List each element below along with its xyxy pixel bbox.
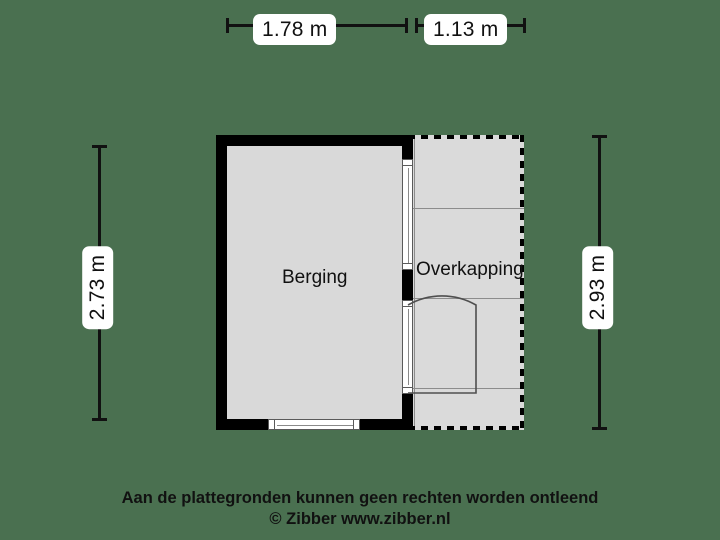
overkapping-area	[408, 135, 524, 430]
window-right-upper-stop-bottom	[402, 263, 413, 270]
canopy-dashed-edge-bottom	[408, 426, 524, 430]
window-bottom-stop-left	[268, 419, 275, 430]
dim-tick-right-end	[592, 427, 607, 430]
footer-line-1: Aan de plattegronden kunnen geen rechten…	[121, 489, 599, 507]
floor-plan: Berging Overkapping	[216, 135, 524, 430]
door-swing-arc	[407, 295, 477, 394]
window-right-upper-stop-top	[402, 159, 413, 166]
dim-tick-left-end	[92, 418, 107, 421]
footer-line-2: © Zibber www.zibber.nl	[269, 510, 451, 528]
window-bottom-stop-right	[353, 419, 360, 430]
canopy-grid-line-h-2	[408, 298, 524, 299]
canopy-dashed-edge-top	[408, 135, 524, 139]
room-label-berging: Berging	[282, 267, 348, 288]
canopy-grid-line-h-3	[408, 388, 524, 389]
dimension-label-top-left: 1.78 m	[253, 14, 337, 45]
door-right-stop-bottom	[402, 387, 413, 394]
dimension-label-left: 2.73 m	[82, 245, 114, 330]
dimension-label-top-right: 1.13 m	[424, 14, 508, 45]
canopy-dashed-edge-right	[520, 135, 524, 430]
dim-tick-top-right-end	[523, 18, 526, 33]
dimension-label-right: 2.93 m	[582, 245, 614, 330]
footer-disclaimer: Aan de plattegronden kunnen geen rechten…	[0, 488, 720, 530]
berging-floor	[227, 146, 402, 419]
canopy-grid-line-v	[414, 135, 415, 430]
window-bottom	[274, 419, 359, 430]
canopy-grid-line-h-1	[408, 208, 524, 209]
window-right-upper	[402, 165, 413, 270]
dim-tick-top-left-end	[405, 18, 408, 33]
room-label-overkapping: Overkapping	[416, 259, 524, 280]
